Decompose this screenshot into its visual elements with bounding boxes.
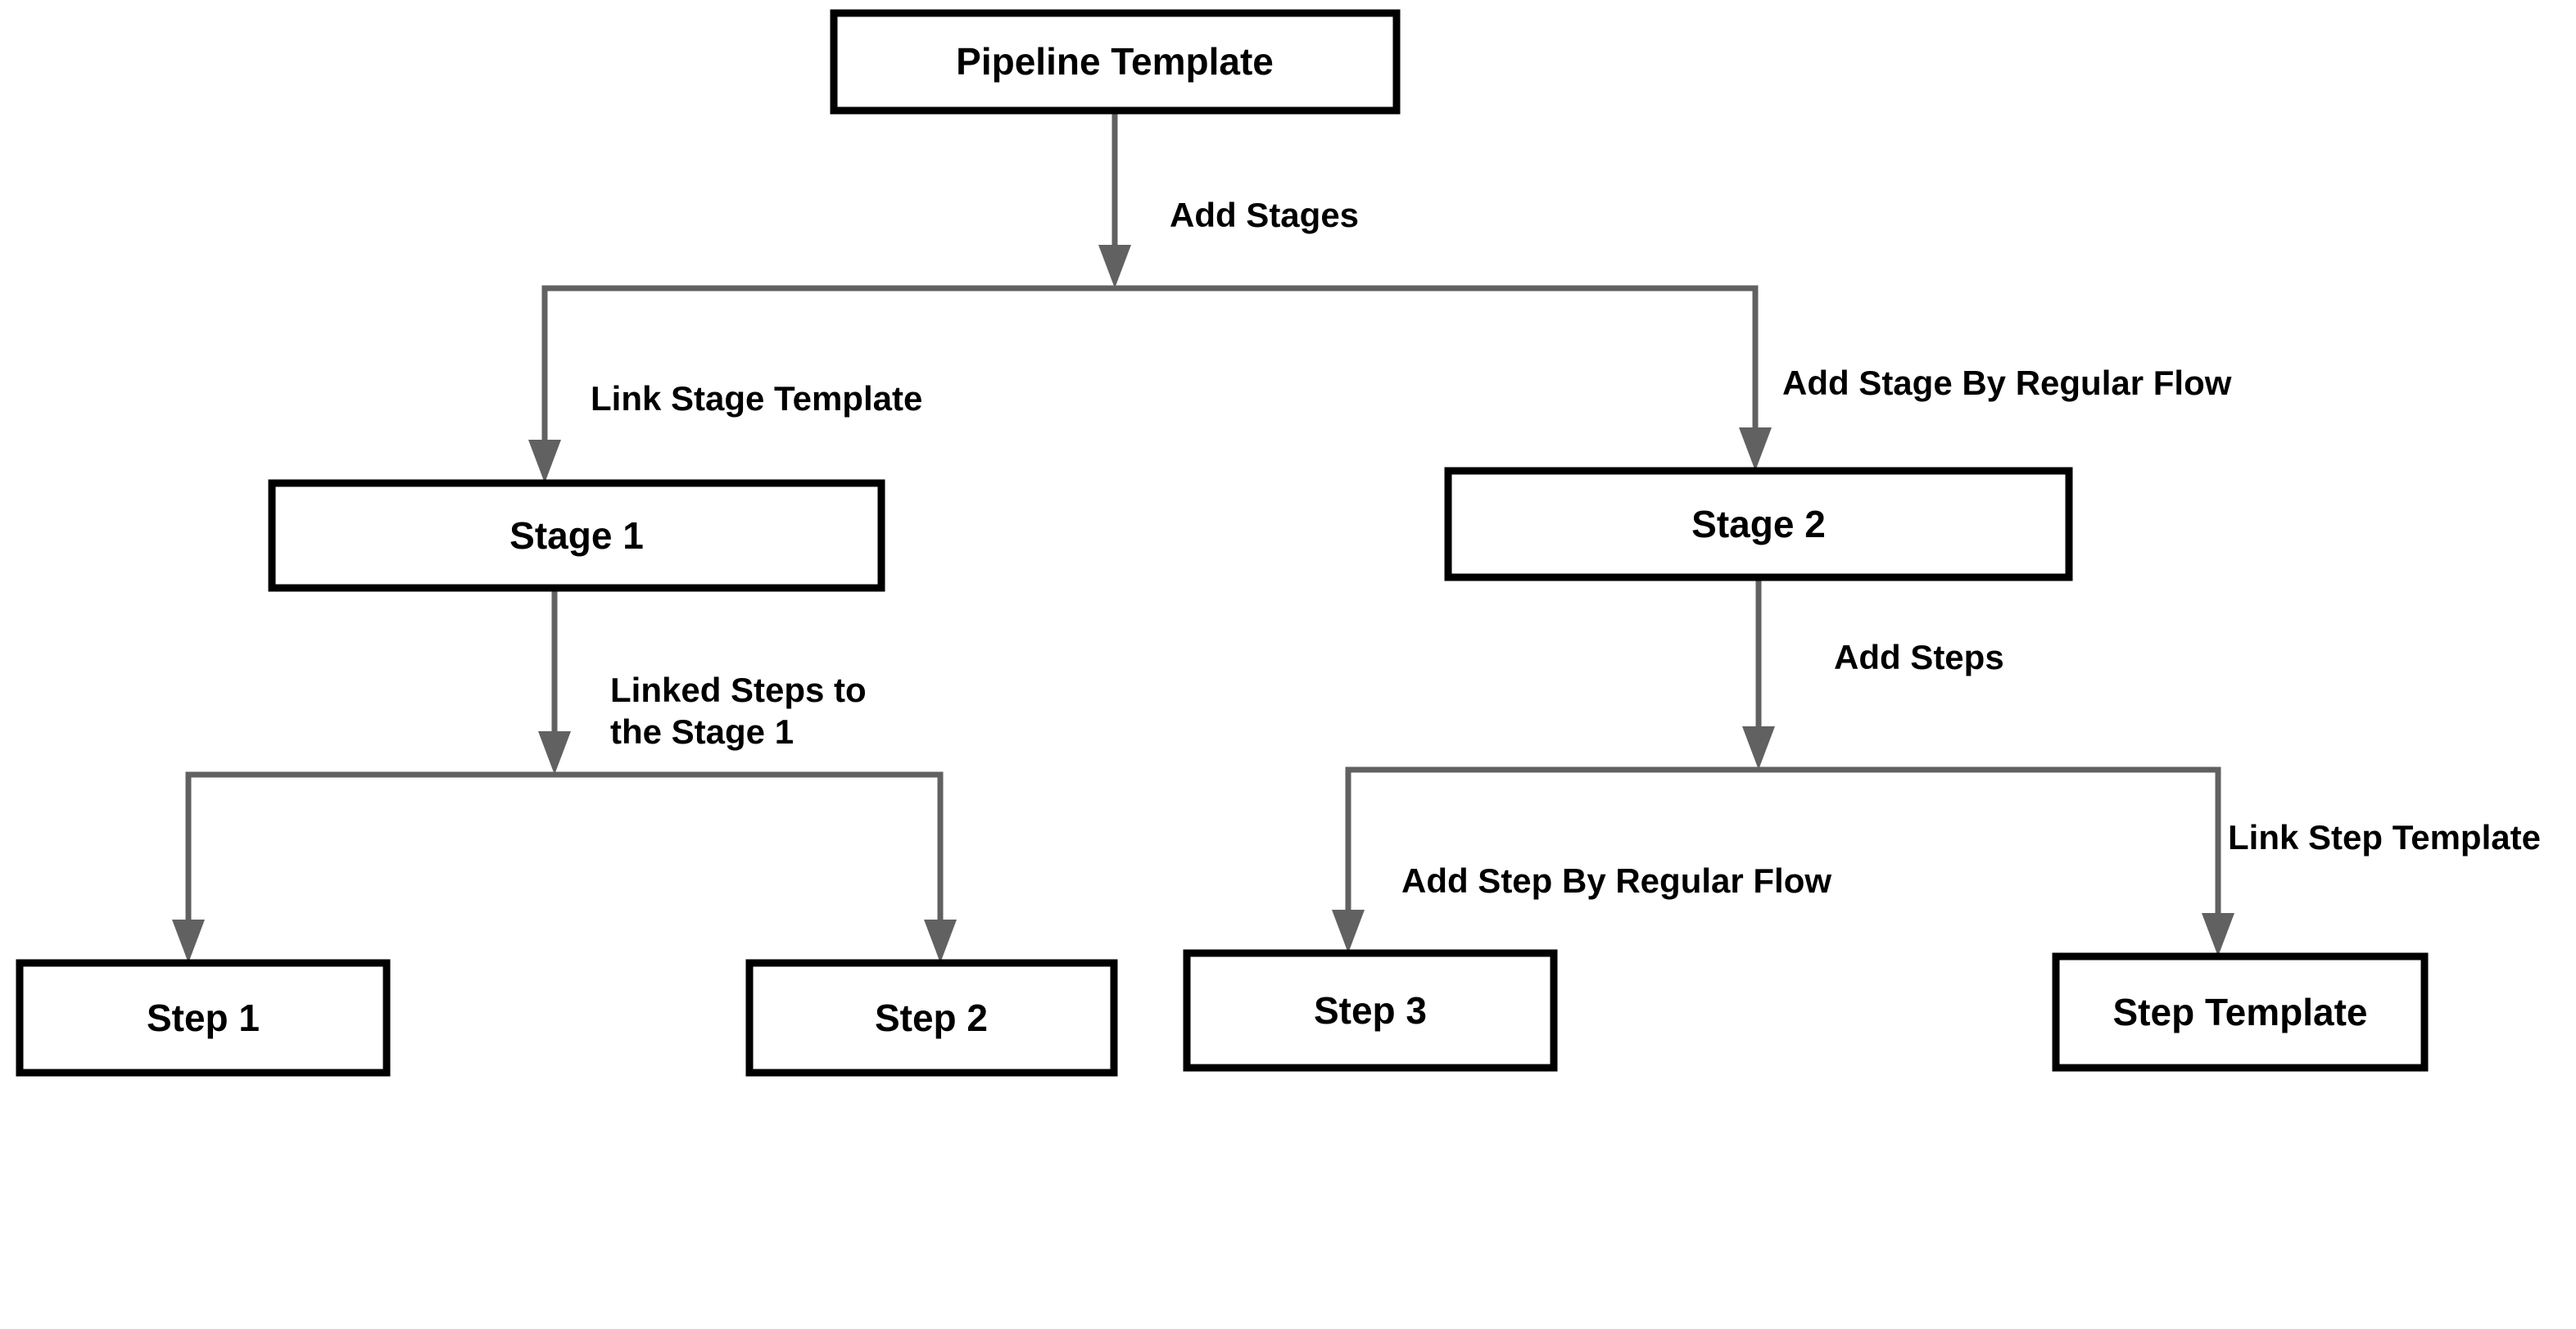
node-label-step-3: Step 3 <box>1314 989 1427 1032</box>
arrowheads <box>172 245 2234 963</box>
arrow-down-icon <box>1332 910 1365 953</box>
node-label-step-1: Step 1 <box>147 997 260 1039</box>
edge-stages-split-bar <box>541 285 1759 442</box>
edge-label-add-steps: Add Steps <box>1834 638 2004 676</box>
node-stage-1 <box>268 479 885 592</box>
edge-label-add-step-by-regular-flow: Add Step By Regular Flow <box>1401 861 1831 900</box>
node-step-2 <box>745 959 1118 1077</box>
node-label-pipeline-template: Pipeline Template <box>956 40 1274 83</box>
arrow-down-icon <box>538 731 571 775</box>
node-step-3 <box>1183 949 1558 1072</box>
edge-label-link-step-template: Link Step Template <box>2228 818 2541 857</box>
node-labels: Pipeline Template Stage 1 Stage 2 Step 1… <box>147 40 2368 1039</box>
arrow-down-icon <box>528 440 561 483</box>
edge-stage2-steps-bar <box>1345 766 2221 917</box>
node-label-step-2: Step 2 <box>875 997 988 1039</box>
node-step-template <box>2052 952 2429 1072</box>
arrow-down-icon <box>1098 245 1131 288</box>
node-label-stage-1: Stage 1 <box>509 514 644 557</box>
edge-label-linked-steps-line1: Linked Steps to <box>610 671 867 709</box>
arrow-down-icon <box>2202 913 2234 956</box>
node-label-step-template: Step Template <box>2113 991 2368 1033</box>
connectors <box>185 111 2221 924</box>
node-pipeline-template <box>830 9 1401 115</box>
arrow-down-icon <box>1739 427 1772 471</box>
node-label-stage-2: Stage 2 <box>1691 503 1826 545</box>
edge-stage1-steps-bar <box>185 771 944 924</box>
edge-labels: Add Stages Link Stage Template Add Stage… <box>591 196 2541 900</box>
edge-label-add-stages: Add Stages <box>1170 196 1359 234</box>
arrow-down-icon <box>924 920 957 963</box>
arrow-down-icon <box>172 920 205 963</box>
node-stage-2 <box>1444 467 2073 581</box>
edge-label-link-stage-template: Link Stage Template <box>591 379 922 418</box>
edge-label-linked-steps-line2: the Stage 1 <box>610 712 794 751</box>
edge-label-add-stage-by-regular-flow: Add Stage By Regular Flow <box>1782 364 2232 402</box>
node-step-1 <box>16 959 391 1077</box>
arrow-down-icon <box>1742 726 1775 770</box>
nodes <box>16 9 2429 1077</box>
